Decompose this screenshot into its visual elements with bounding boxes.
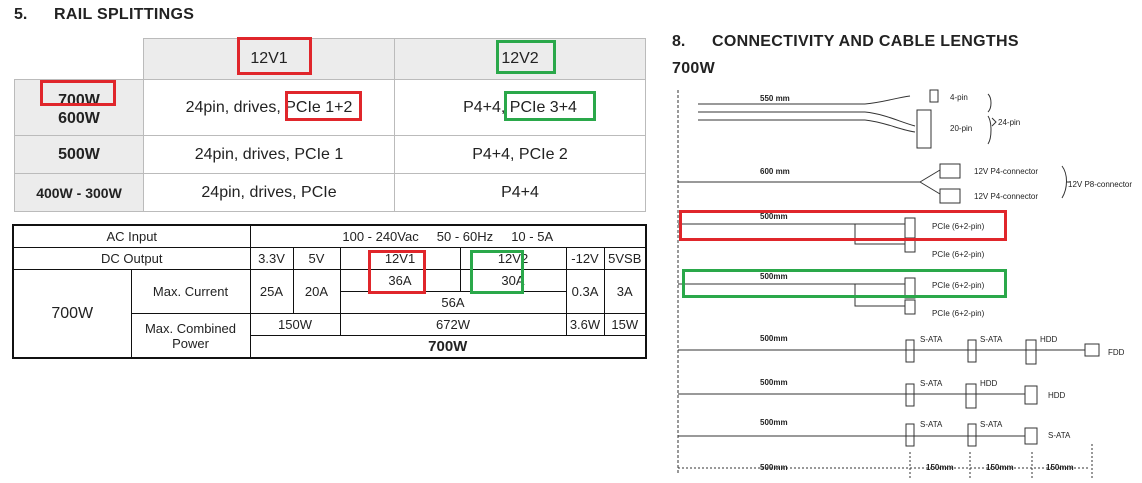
highlight-12v1-header [237,37,312,75]
total-power: 700W [249,335,647,359]
spec-model: 700W [12,269,132,359]
length-atx: 550 mm [760,94,790,103]
section-5-title: RAIL SPLITTINGS [54,6,195,23]
label-hdd-2b: HDD [1048,391,1066,400]
current-5v: 20A [292,269,341,314]
connector-sata-3a [905,423,915,447]
connector-fdd [1084,343,1100,357]
label-hdd-1: HDD [1040,335,1058,344]
length-pcie-1: 500mm [760,212,788,221]
highlight-700w-label [40,80,116,106]
rail-row-500-12v1: 24pin, drives, PCIe 1 [143,135,395,174]
rail-row-700-12v2: P4+4, PCIe 3+4 [394,79,646,136]
dim-150mm-1: 150mm [926,463,954,472]
rail-row-400-12v2: P4+4 [394,173,646,212]
section-8-number: 8. [672,33,686,50]
connector-sata-3b [967,423,977,447]
connector-sata-1a [905,339,915,363]
connector-sata-3c [1024,427,1038,445]
current-5vsb: 3A [603,269,647,314]
rail-row-label-400-300: 400W - 300W [14,173,144,212]
cable-diagram [677,89,1100,478]
label-pcie-2a: PCIe (6+2-pin) [932,281,985,290]
label-p8: 12V P8-connector [1068,180,1133,189]
rail-row-700-12v1: 24pin, drives, PCIe 1+2 [143,79,395,136]
label-24pin: 24-pin [998,118,1021,127]
highlight-12v1-current [368,250,426,294]
label-sata-1b: S-ATA [980,335,1003,344]
label-pcie-2b: PCIe (6+2-pin) [932,309,985,318]
connector-molex-2 [965,383,977,409]
rail-row-label-500: 500W [14,135,144,174]
highlight-pcie-1-2 [285,91,362,121]
dim-500mm: 500mm [760,463,788,472]
connector-4pin [929,89,939,103]
label-sata-3b: S-ATA [980,420,1003,429]
connector-sata-2a [905,383,915,407]
connector-pcie-2a [904,277,916,299]
section-8-subtitle: 700W [672,60,715,77]
length-sata-2: 500mm [760,378,788,387]
length-pcie-2: 500mm [760,272,788,281]
label-fdd: FDD [1108,348,1125,357]
current-minus-12v: 0.3A [565,269,605,314]
current-3v3: 25A [249,269,294,314]
label-20pin: 20-pin [950,124,973,133]
label-sata-3c: S-ATA [1048,431,1071,440]
rail-5vsb: 5VSB [603,247,647,270]
label-sata-2a: S-ATA [920,379,943,388]
section-8-title: CONNECTIVITY AND CABLE LENGTHS [712,33,1019,50]
label-pcie-1a: PCIe (6+2-pin) [932,222,985,231]
rail-3v3: 3.3V [249,247,294,270]
label-p4-a: 12V P4-connector [974,167,1039,176]
rail-minus-12v: -12V [565,247,605,270]
power-3v3-5v: 150W [249,313,341,336]
length-sata-1: 500mm [760,334,788,343]
rail-row-400-12v1: 24pin, drives, PCIe [143,173,395,212]
label-sata-1a: S-ATA [920,335,943,344]
label-p4-b: 12V P4-connector [974,192,1039,201]
max-current-label: Max. Current [130,269,251,314]
dim-150mm-2: 150mm [986,463,1014,472]
brace-p8 [1061,165,1070,199]
highlight-12v2-header [496,40,556,74]
connector-pcie-2b [904,299,916,315]
label-4pin: 4-pin [950,93,968,102]
dc-output-label: DC Output [12,247,251,270]
connector-p4-b [939,188,961,204]
rail-corner-cell [14,38,144,80]
rail-row-label-700-600: 700W 600W [14,79,144,136]
ac-input-label: AC Input [12,224,251,248]
cable-24pin [698,95,916,133]
connector-p4-a [939,163,961,179]
section-5-number: 5. [14,6,28,23]
dim-150mm-3: 150mm [1046,463,1074,472]
connector-20pin [916,109,932,149]
ac-input-value: 100 - 240Vac 50 - 60Hz 10 - 5A [249,224,647,248]
connector-hdd [1024,385,1038,405]
highlight-pcie-cable-2 [682,269,1007,298]
highlight-pcie-cable-1 [679,210,1007,241]
brace-24pin [987,93,997,145]
psu-spec-table: AC Input 100 - 240Vac 50 - 60Hz 10 - 5A … [12,224,647,359]
length-sata-3: 500mm [760,418,788,427]
rail-5v: 5V [292,247,341,270]
power-minus-12v: 3.6W [565,313,605,336]
connector-sata-1b [967,339,977,363]
power-12v: 672W [339,313,567,336]
rail-row-500-12v2: P4+4, PCIe 2 [394,135,646,174]
length-p8: 600 mm [760,167,790,176]
label-hdd-2a: HDD [980,379,998,388]
label-sata-3a: S-ATA [920,420,943,429]
highlight-12v2-current [470,250,524,294]
label-pcie-1b: PCIe (6+2-pin) [932,250,985,259]
combined-12v-current: 56A [339,291,567,314]
connector-molex-1 [1025,339,1037,365]
highlight-pcie-3-4 [504,91,596,121]
power-5vsb: 15W [603,313,647,336]
